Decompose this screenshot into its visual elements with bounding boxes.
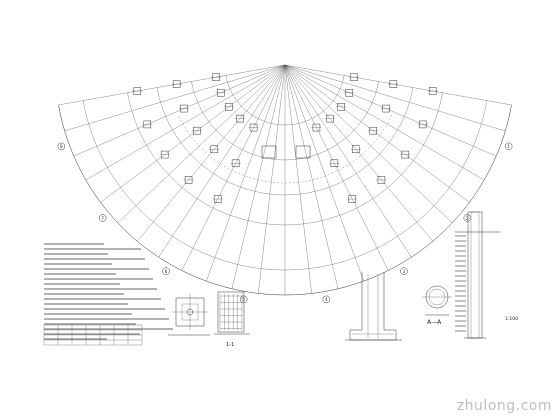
radial-line [100,64,286,203]
grid-bubble [162,267,170,275]
detail-circle-section-a-a: A—A [422,285,452,326]
radial-line [284,64,453,223]
radial-line [284,64,339,289]
center-box [261,145,277,159]
watermark: zhulong.com [456,398,552,414]
grid-bubble-label: 3 [403,269,406,274]
grid-bubble [57,142,66,151]
grid-bubble-label: 1 [507,144,510,149]
grid-bubble [239,295,248,304]
section-1-1-label: 1-1 [226,342,234,348]
grid-bubble [98,214,107,222]
radial-line [206,64,286,282]
radial-line [181,64,286,271]
radial-line [284,64,506,132]
radial-line [284,64,433,242]
center-box [295,145,311,159]
grid-bubble-label: 6 [165,269,168,274]
grid-bubble-label: 8 [60,144,63,149]
detail-pile-elevation: 1:100 [455,211,518,339]
dashed-curve [177,114,393,184]
radial-line [58,64,286,106]
radial-line [258,64,286,294]
radial-line [85,64,286,181]
detail-section-1-1: 1-1 [214,291,250,348]
detail-column-base-plan [168,294,210,336]
detail-pile-cap-section [345,272,402,341]
radial-line [284,64,485,181]
radial-line [284,64,470,203]
grid-bubble [400,267,408,275]
grid-bubble-label: 4 [325,297,328,302]
radial-line [137,64,286,242]
radial-line [284,64,497,157]
radial-line [284,64,364,282]
grid-bubble-label: 7 [101,216,104,221]
circle-section-label: A—A [427,319,442,326]
radial-line [64,64,286,132]
radial-line [284,64,412,258]
grid-bubble-label: 2 [466,216,469,221]
radial-line [158,64,286,258]
design-notes-block [43,243,173,346]
scale-note: 1:100 [505,316,518,322]
grid-bubble [504,142,513,151]
grid-bubble [322,295,331,304]
radial-line [73,64,286,157]
grid-bubble [463,214,472,222]
radial-line [117,64,286,223]
radial-line [284,64,389,271]
radial-line [231,64,286,289]
radial-line [284,64,312,294]
radial-line [284,64,512,106]
